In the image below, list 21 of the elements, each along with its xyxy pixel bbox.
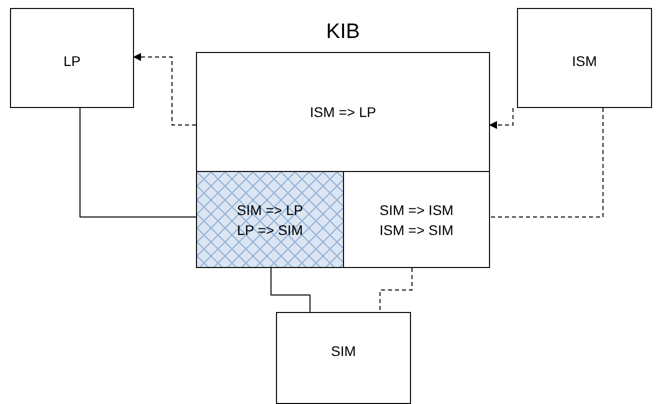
process-box (10, 8, 134, 108)
connector (80, 108, 196, 218)
node-label: LP (63, 52, 81, 71)
connector (490, 108, 604, 218)
connector (270, 268, 310, 312)
section-box (196, 52, 490, 172)
node-label: SIM => ISM (380, 200, 454, 220)
node-label: SIM (331, 342, 356, 361)
process-box (276, 312, 411, 404)
connector (380, 268, 412, 312)
node-label: ISM => LP (310, 103, 376, 122)
container-title: KIB (325, 22, 361, 42)
connector (489, 108, 514, 129)
connector (133, 53, 196, 126)
node-label: LP => SIM (237, 220, 303, 240)
process-box (517, 8, 652, 108)
section-box (343, 171, 490, 268)
node-label: ISM (572, 52, 597, 71)
node-label: ISM => SIM (380, 220, 454, 240)
node-label: SIM => LP (236, 200, 304, 220)
hatched-section-box (196, 171, 344, 268)
